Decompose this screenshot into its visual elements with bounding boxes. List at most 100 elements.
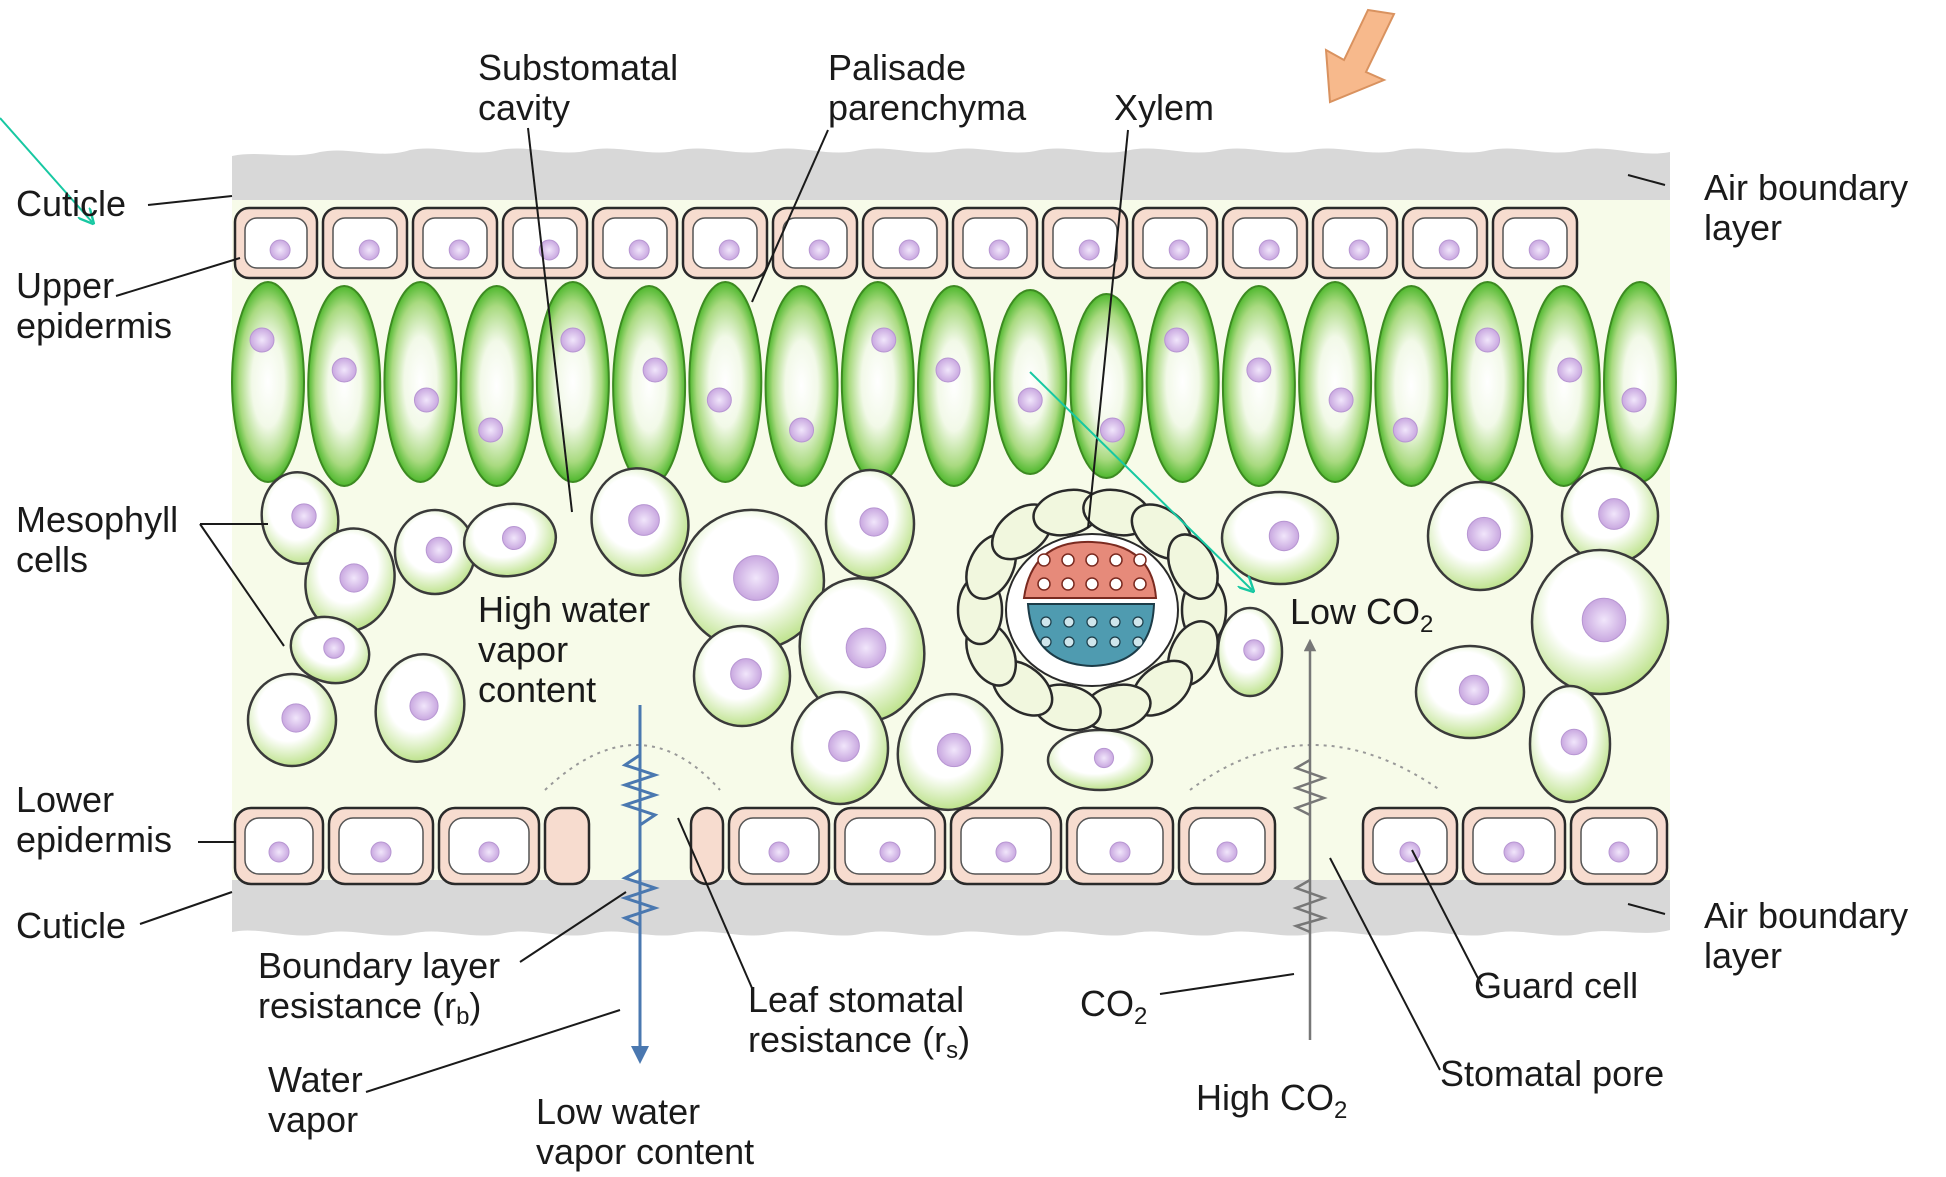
xylem-vessel — [1038, 554, 1050, 566]
cell-nucleus — [1609, 842, 1629, 862]
cell-nucleus — [449, 240, 469, 260]
cell-nucleus — [371, 842, 391, 862]
xylem-vessel — [1110, 554, 1122, 566]
phloem-cell — [1064, 637, 1074, 647]
lower-epidermis-cells — [235, 808, 1667, 884]
cell-nucleus — [860, 508, 888, 536]
cell-nucleus — [734, 556, 779, 601]
xylem-vessel — [1134, 578, 1146, 590]
phloem-cell — [1110, 617, 1120, 627]
phloem-cell — [1087, 617, 1097, 627]
palisade-cell — [1070, 294, 1142, 478]
label-xylem: Xylem — [1114, 87, 1214, 128]
label-cuticle-bottom: Cuticle — [16, 905, 126, 946]
label-substomatal-cavity: Substomatalcavity — [478, 47, 678, 128]
cell-nucleus — [359, 240, 379, 260]
cell-nucleus — [1169, 240, 1189, 260]
cell-nucleus — [479, 842, 499, 862]
upper-epidermis-cells — [235, 208, 1577, 278]
cell-nucleus — [1393, 418, 1417, 442]
palisade-cell — [1223, 286, 1295, 486]
cell-nucleus — [479, 418, 503, 442]
cell-nucleus — [292, 504, 316, 528]
cell-nucleus — [1582, 598, 1626, 642]
cell-nucleus — [1094, 748, 1113, 767]
palisade-cell — [766, 286, 838, 486]
palisade-cell — [537, 282, 609, 482]
cell-nucleus — [502, 526, 525, 549]
palisade-cell — [842, 282, 914, 482]
palisade-cell — [613, 286, 685, 486]
cell-nucleus — [1329, 388, 1353, 412]
cell-nucleus — [989, 240, 1009, 260]
palisade-cell — [1604, 282, 1676, 482]
palisade-cell — [384, 282, 456, 482]
palisade-cell — [1375, 286, 1447, 486]
cell-nucleus — [1110, 842, 1130, 862]
palisade-cell — [1528, 286, 1600, 486]
cell-nucleus — [1079, 240, 1099, 260]
palisade-cell — [994, 290, 1066, 474]
cell-nucleus — [829, 731, 860, 762]
phloem-cell — [1110, 637, 1120, 647]
label-low-co2: Low CO2 — [1290, 591, 1433, 638]
cell-nucleus — [324, 638, 344, 658]
palisade-cell — [918, 286, 990, 486]
sunlight-arrow — [1326, 10, 1394, 102]
cell-nucleus — [426, 537, 452, 563]
cell-nucleus — [629, 505, 660, 536]
palisade-cell — [689, 282, 761, 482]
palisade-cell — [1147, 282, 1219, 482]
cell-nucleus — [1599, 499, 1630, 530]
label-water-vapor: Watervapor — [268, 1059, 363, 1140]
phloem-cell — [1087, 637, 1097, 647]
cell-nucleus — [1244, 640, 1264, 660]
cell-nucleus — [270, 240, 290, 260]
cell-nucleus — [996, 842, 1016, 862]
palisade-cell — [308, 286, 380, 486]
cell-nucleus — [1476, 328, 1500, 352]
phloem-cell — [1041, 617, 1051, 627]
cell-nucleus — [1561, 729, 1587, 755]
cell-nucleus — [1459, 675, 1488, 704]
cell-nucleus — [629, 240, 649, 260]
label-co2: CO2 — [1080, 983, 1147, 1030]
air-boundary-layer-bottom — [232, 880, 1670, 936]
label-guard-cell: Guard cell — [1474, 965, 1638, 1006]
cell-nucleus — [937, 733, 970, 766]
label-cuticle-top: Cuticle — [16, 183, 126, 224]
cell-nucleus — [1165, 328, 1189, 352]
label-stomatal-pore: Stomatal pore — [1440, 1053, 1664, 1094]
palisade-cell — [232, 282, 304, 482]
cell-nucleus — [809, 240, 829, 260]
cell-nucleus — [872, 328, 896, 352]
cell-nucleus — [1439, 240, 1459, 260]
cell-nucleus — [790, 418, 814, 442]
cell-nucleus — [1217, 842, 1237, 862]
phloem-cell — [1133, 637, 1143, 647]
cell-nucleus — [561, 328, 585, 352]
cell-nucleus — [1259, 240, 1279, 260]
cell-nucleus — [1467, 517, 1500, 550]
palisade-cell — [1299, 282, 1371, 482]
cell-nucleus — [1504, 842, 1524, 862]
cell-nucleus — [1100, 418, 1124, 442]
xylem-vessel — [1062, 554, 1074, 566]
cell-nucleus — [899, 240, 919, 260]
xylem-vessel — [1134, 554, 1146, 566]
cell-nucleus — [250, 328, 274, 352]
phloem-cell — [1064, 617, 1074, 627]
cell-nucleus — [769, 842, 789, 862]
lower-epidermis-cell — [691, 808, 723, 884]
cell-nucleus — [846, 628, 886, 668]
palisade-cell — [1452, 282, 1524, 482]
cell-nucleus — [731, 659, 762, 690]
cell-nucleus — [707, 388, 731, 412]
